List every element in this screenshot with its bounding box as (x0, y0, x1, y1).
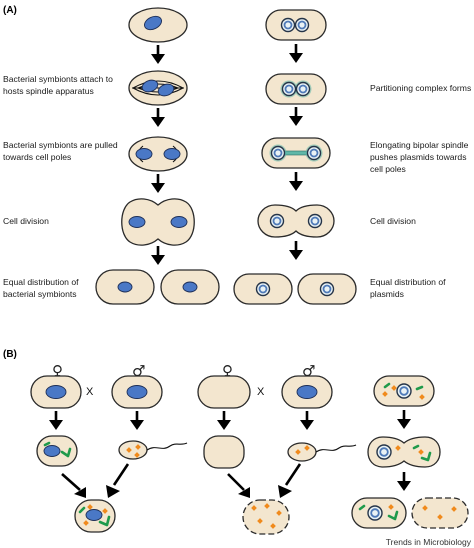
host-cell-column (95, 7, 220, 305)
down-arrow (151, 174, 165, 193)
cross-2: ♀ ♂ X (197, 362, 357, 535)
merge-arrow (61, 463, 130, 498)
zygote-degraded-orange-symbionts (242, 499, 290, 535)
bacterium-dividing-plasmid (367, 436, 441, 468)
bacterium-daughter-right (297, 273, 357, 305)
down-arrow (300, 411, 314, 430)
male-host-cell (281, 375, 333, 409)
step-label: hosts spindle apparatus (3, 86, 94, 96)
bacterium-partition-complex (265, 73, 327, 105)
egg-cell-green-symbionts (36, 435, 78, 467)
plasmid-killing-column (351, 375, 469, 529)
down-arrow (151, 108, 165, 127)
down-arrow (130, 411, 144, 430)
male-host-cell (111, 375, 163, 409)
zygote-mixed-symbionts (74, 499, 116, 533)
merge-arrow (227, 463, 302, 498)
cross-1: ♀ ♂ X (30, 362, 188, 533)
bacterium-interphase (265, 9, 327, 41)
daughter-with-plasmid (351, 497, 407, 529)
host-daughter-cell-left (95, 269, 155, 305)
female-symbol: ♀ (222, 362, 233, 380)
step-label: Cell division (370, 216, 416, 226)
plasmid-step-labels: Partitioning complex forms Elongating bi… (370, 83, 471, 299)
panel-b-label: (B) (3, 349, 17, 360)
host-cell-spindle-attach (128, 70, 188, 106)
step-label: cell poles (370, 164, 406, 174)
host-cell-interphase (128, 7, 188, 43)
bacterium-column (233, 9, 357, 305)
female-symbol: ♀ (52, 362, 63, 380)
egg-cell-empty (203, 435, 245, 469)
step-label: Bacterial symbionts attach to (3, 74, 113, 84)
sperm-cell-orange-symbionts (287, 442, 357, 462)
cross-symbol: X (257, 386, 265, 398)
down-arrow (289, 44, 303, 63)
down-arrow (289, 172, 303, 191)
bacterium-dividing (257, 204, 335, 238)
step-label: Cell division (3, 216, 49, 226)
step-label: Bacterial symbionts are pulled (3, 140, 118, 150)
step-label: towards cell poles (3, 152, 71, 162)
host-daughter-cell-right (160, 269, 220, 305)
step-label: Equal distribution of (3, 277, 79, 287)
down-arrow (151, 246, 165, 265)
step-label: pushes plasmids towards (370, 152, 467, 162)
down-arrow (151, 45, 165, 64)
step-label: Elongating bipolar spindle (370, 140, 469, 150)
bacterium-toxin-antitoxin (373, 375, 435, 407)
panel-a-label: (A) (3, 5, 17, 16)
bacterium-daughter-left (233, 273, 293, 305)
down-arrow (289, 241, 303, 260)
step-label: Partitioning complex forms (370, 83, 471, 93)
down-arrow (397, 410, 411, 429)
down-arrow (49, 411, 63, 430)
female-host-cell-no-nucleus (197, 375, 251, 409)
down-arrow (397, 472, 411, 491)
female-host-cell (30, 375, 82, 409)
down-arrow (289, 107, 303, 126)
step-label: plasmids (370, 289, 404, 299)
step-label: Equal distribution of (370, 277, 446, 287)
sperm-cell-orange-symbionts (118, 440, 188, 460)
host-step-labels: Bacterial symbionts attach to hosts spin… (3, 74, 118, 299)
bacterium-spindle-elongation (261, 137, 331, 169)
down-arrow (217, 411, 231, 430)
host-cell-dividing (121, 198, 195, 246)
host-cell-symbionts-pulled (128, 136, 188, 172)
step-label: bacterial symbionts (3, 289, 77, 299)
daughter-plasmid-free-killed (411, 497, 469, 529)
journal-credit: Trends in Microbiology (386, 537, 472, 547)
cross-symbol: X (86, 386, 94, 398)
